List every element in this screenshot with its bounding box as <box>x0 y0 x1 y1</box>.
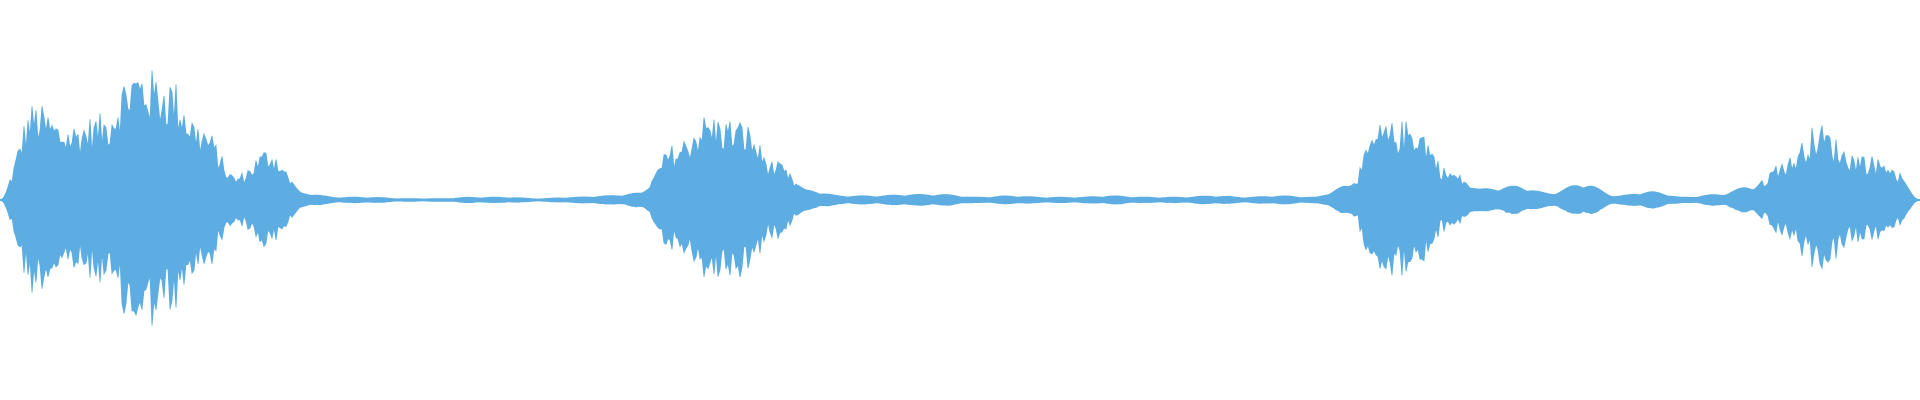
waveform-path <box>0 70 1920 326</box>
